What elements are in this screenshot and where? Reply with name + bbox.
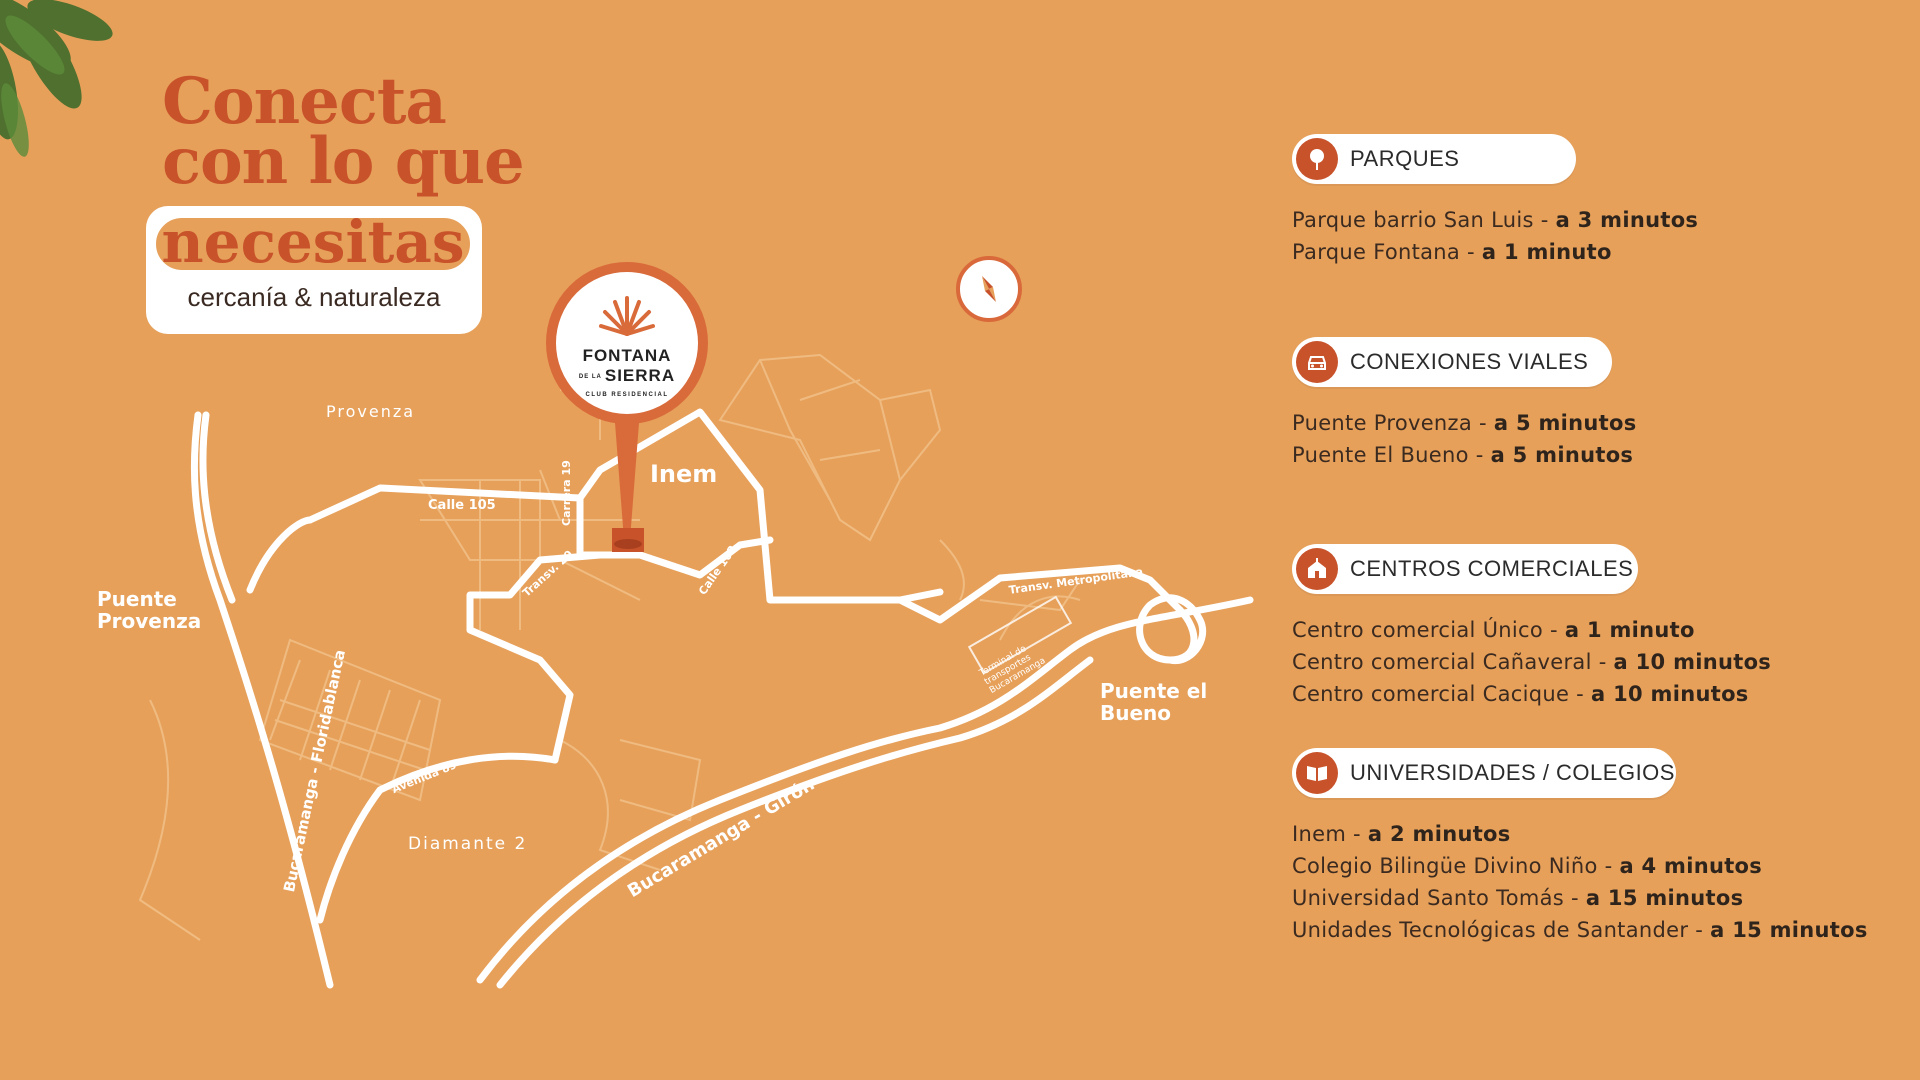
store-icon bbox=[1296, 548, 1338, 590]
item-place: Puente Provenza - bbox=[1292, 411, 1494, 435]
section-universidades: UNIVERSIDADES / COLEGIOS Inem - a 2 minu… bbox=[1292, 748, 1868, 946]
map-label-puente-bueno-2: Bueno bbox=[1100, 701, 1172, 725]
section-items: Centro comercial Único - a 1 minuto Cent… bbox=[1292, 614, 1771, 710]
section-items: Parque barrio San Luis - a 3 minutos Par… bbox=[1292, 204, 1698, 268]
item-place: Centro comercial Cacique - bbox=[1292, 682, 1592, 706]
section-conexiones-viales: CONEXIONES VIALES Puente Provenza - a 5 … bbox=[1292, 337, 1637, 471]
list-item: Universidad Santo Tomás - a 15 minutos bbox=[1292, 882, 1868, 914]
headline: Conecta con lo que bbox=[162, 64, 525, 199]
list-item: Centro comercial Cacique - a 10 minutos bbox=[1292, 678, 1771, 710]
road-label-calle-105: Calle 105 bbox=[428, 498, 496, 513]
list-item: Centro comercial Cañaveral - a 10 minuto… bbox=[1292, 646, 1771, 678]
list-item: Inem - a 2 minutos bbox=[1292, 818, 1868, 850]
map-label-diamante: Diamante 2 bbox=[408, 834, 528, 854]
plant-leaves-decoration bbox=[0, 0, 113, 157]
item-place: Inem - bbox=[1292, 822, 1368, 846]
item-time: a 1 minuto bbox=[1564, 618, 1695, 642]
item-time: a 1 minuto bbox=[1481, 240, 1612, 264]
compass-icon bbox=[956, 256, 1022, 322]
item-time: a 4 minutos bbox=[1619, 854, 1763, 878]
headline-line-3: necesitas bbox=[161, 208, 465, 276]
item-time: a 2 minutos bbox=[1367, 822, 1511, 846]
section-centros-comerciales: CENTROS COMERCIALES Centro comercial Úni… bbox=[1292, 544, 1771, 710]
item-time: a 15 minutos bbox=[1710, 918, 1868, 942]
logo-name-line-3: CLUB RESIDENCIAL bbox=[585, 392, 669, 398]
section-parques: PARQUES Parque barrio San Luis - a 3 min… bbox=[1292, 134, 1698, 268]
map-label-puente-bueno: Puente el Bueno bbox=[1100, 680, 1207, 724]
tagline-subtitle: cercanía & naturaleza bbox=[187, 282, 441, 312]
item-time: a 5 minutos bbox=[1490, 443, 1634, 467]
map-label-puente-provenza-2: Provenza bbox=[97, 609, 202, 633]
list-item: Centro comercial Único - a 1 minuto bbox=[1292, 614, 1771, 646]
logo-name-line-1: FONTANA bbox=[582, 346, 672, 365]
necesitas-pill bbox=[152, 214, 474, 274]
tree-icon bbox=[1296, 138, 1338, 180]
logo-name-small: DE LA bbox=[578, 373, 602, 380]
item-time: a 3 minutos bbox=[1555, 208, 1699, 232]
section-title: CONEXIONES VIALES bbox=[1350, 349, 1589, 374]
car-icon bbox=[1296, 341, 1338, 383]
section-header-parques: PARQUES bbox=[1292, 134, 1576, 184]
section-header-centros: CENTROS COMERCIALES bbox=[1292, 544, 1638, 594]
item-time: a 10 minutos bbox=[1591, 682, 1749, 706]
item-time: a 5 minutos bbox=[1493, 411, 1637, 435]
minor-streets bbox=[138, 353, 1081, 941]
item-place: Centro comercial Único - bbox=[1292, 618, 1565, 642]
map-label-puente-bueno-1: Puente el bbox=[1100, 679, 1208, 703]
headline-line-2: con lo que bbox=[162, 124, 525, 199]
map-label-puente-provenza: Puente Provenza bbox=[97, 588, 201, 632]
section-title: PARQUES bbox=[1350, 146, 1460, 171]
section-header-conexiones: CONEXIONES VIALES bbox=[1292, 337, 1612, 387]
item-place: Parque Fontana - bbox=[1292, 240, 1482, 264]
item-place: Unidades Tecnológicas de Santander - bbox=[1292, 918, 1711, 942]
road-label-carrera-19: Carrera 19 bbox=[560, 460, 573, 526]
item-place: Universidad Santo Tomás - bbox=[1292, 886, 1586, 910]
list-item: Unidades Tecnológicas de Santander - a 1… bbox=[1292, 914, 1868, 946]
list-item: Colegio Bilingüe Divino Niño - a 4 minut… bbox=[1292, 850, 1868, 882]
item-place: Parque barrio San Luis - bbox=[1292, 208, 1556, 232]
section-items: Puente Provenza - a 5 minutos Puente El … bbox=[1292, 407, 1637, 471]
map-label-provenza: Provenza bbox=[326, 402, 416, 421]
location-pin bbox=[612, 410, 644, 552]
main-roads bbox=[190, 408, 1254, 989]
item-time: a 10 minutos bbox=[1613, 650, 1772, 674]
section-header-universidades: UNIVERSIDADES / COLEGIOS bbox=[1292, 748, 1676, 798]
item-place: Puente El Bueno - bbox=[1292, 443, 1491, 467]
section-title: CENTROS COMERCIALES bbox=[1350, 556, 1634, 581]
headline-line-1: Conecta bbox=[162, 64, 447, 139]
section-items: Inem - a 2 minutos Colegio Bilingüe Divi… bbox=[1292, 818, 1868, 946]
fan-logo-icon bbox=[599, 296, 655, 336]
list-item: Puente Provenza - a 5 minutos bbox=[1292, 407, 1637, 439]
item-place: Colegio Bilingüe Divino Niño - bbox=[1292, 854, 1620, 878]
terminal-box bbox=[967, 595, 1073, 675]
map-label-inem: Inem bbox=[650, 460, 718, 488]
map-label-puente-provenza-1: Puente bbox=[97, 587, 177, 611]
list-item: Parque barrio San Luis - a 3 minutos bbox=[1292, 204, 1698, 236]
logo-name-sierra: SIERRA bbox=[604, 366, 676, 385]
list-item: Puente El Bueno - a 5 minutos bbox=[1292, 439, 1637, 471]
book-icon bbox=[1296, 752, 1338, 794]
list-item: Parque Fontana - a 1 minuto bbox=[1292, 236, 1698, 268]
section-title: UNIVERSIDADES / COLEGIOS bbox=[1350, 760, 1675, 785]
item-time: a 15 minutos bbox=[1585, 886, 1744, 910]
item-place: Centro comercial Cañaveral - bbox=[1292, 650, 1614, 674]
